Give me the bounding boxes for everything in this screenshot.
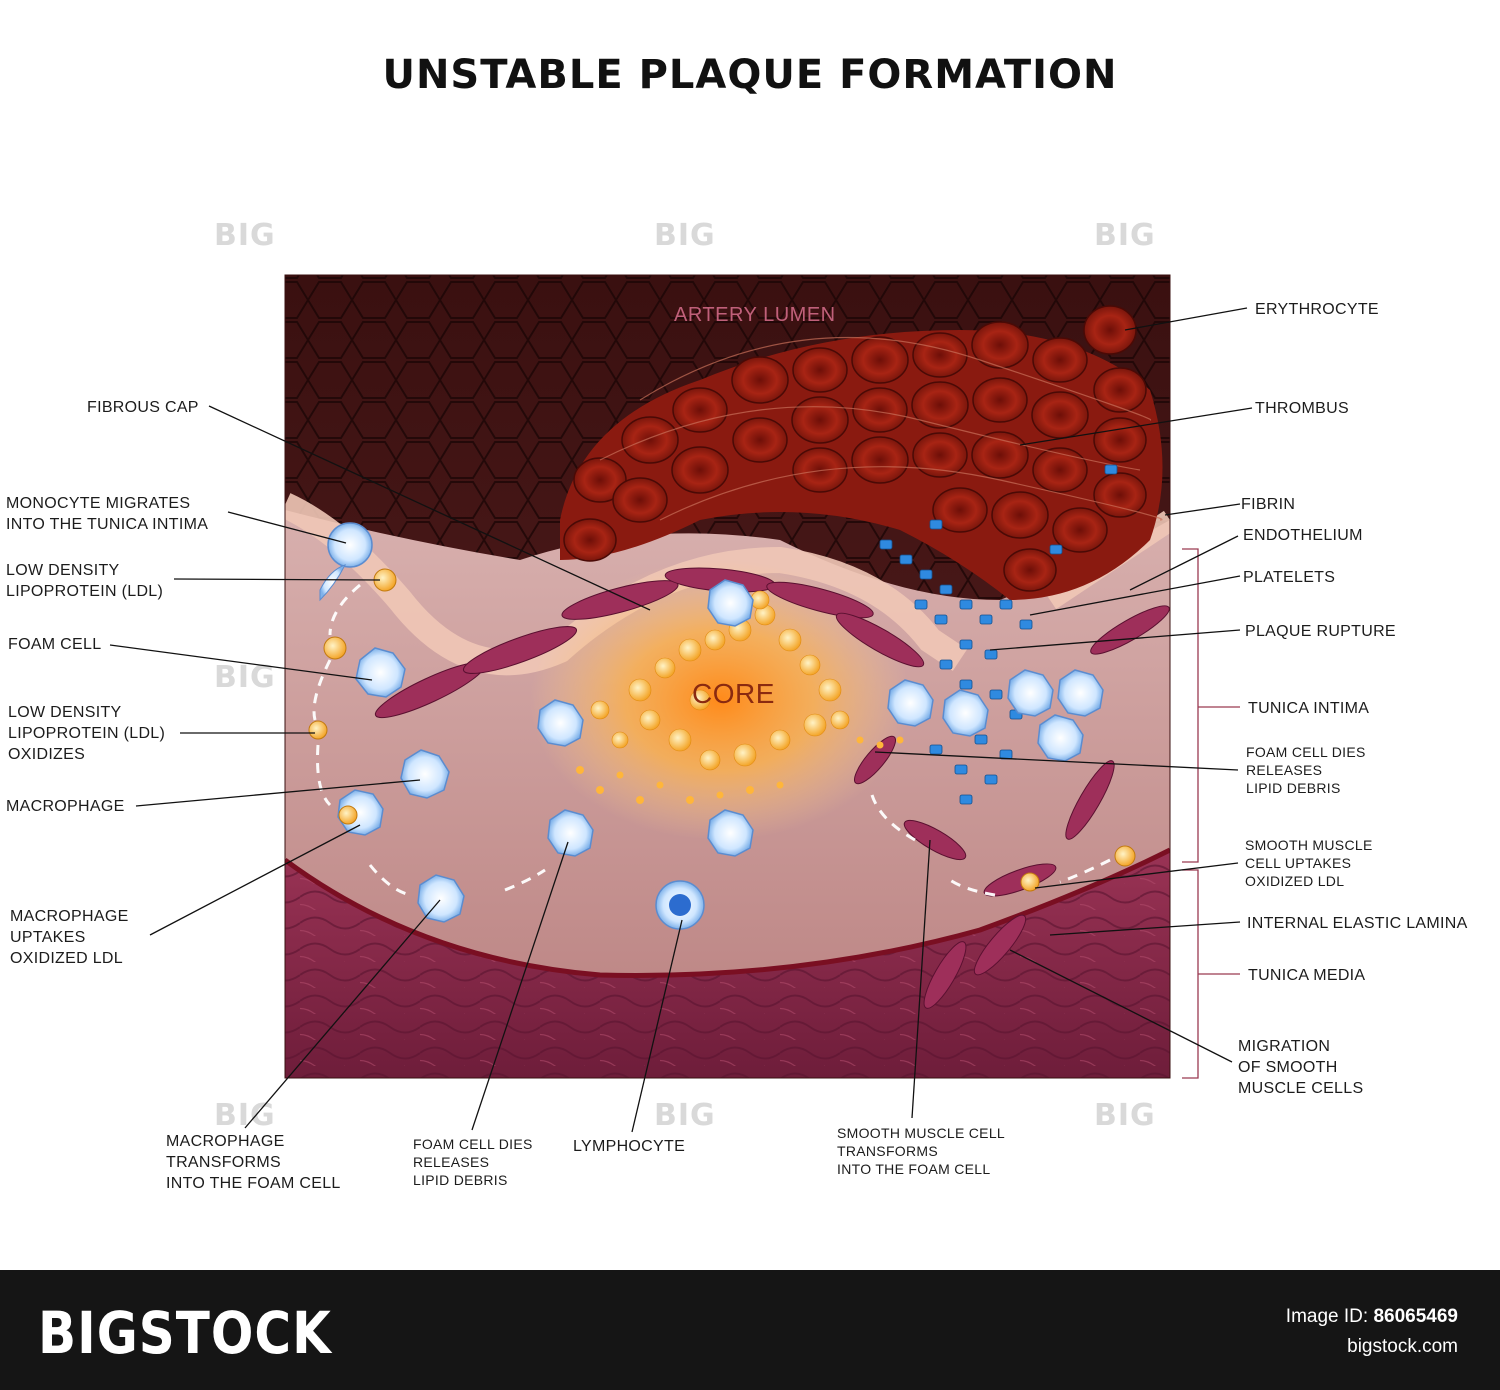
label-plaque-rupture: PLAQUE RUPTURE bbox=[1245, 623, 1396, 640]
artery-lumen-label: ARTERY LUMEN bbox=[674, 304, 836, 326]
label-line: INTO THE TUNICA INTIMA bbox=[6, 516, 209, 533]
label-line: FOAM CELL DIES bbox=[413, 1136, 533, 1152]
label-ldl-oxidizes: LOW DENSITY LIPOPROTEIN (LDL) OXIDIZES bbox=[8, 702, 165, 765]
label-migration: MIGRATION OF SMOOTH MUSCLE CELLS bbox=[1238, 1036, 1363, 1099]
label-ldl: LOW DENSITY LIPOPROTEIN (LDL) bbox=[6, 560, 163, 602]
label-monocyte: MONOCYTE MIGRATES INTO THE TUNICA INTIMA bbox=[6, 493, 208, 535]
page-title: UNSTABLE PLAQUE FORMATION bbox=[382, 52, 1118, 98]
label-line: UPTAKES bbox=[10, 929, 86, 946]
label-line: LOW DENSITY bbox=[6, 562, 120, 579]
core-label: CORE bbox=[692, 678, 775, 709]
image-id-block: Image ID: 86065469 bigstock.com bbox=[1286, 1302, 1458, 1362]
plaque-illustration bbox=[109, 274, 1253, 1133]
label-line: SMOOTH MUSCLE CELL bbox=[837, 1125, 1005, 1141]
label-line: LIPID DEBRIS bbox=[413, 1172, 508, 1188]
label-line: INTO THE FOAM CELL bbox=[166, 1175, 341, 1192]
footer-bar: BIGSTOCK Image ID: 86065469 bigstock.com bbox=[0, 1270, 1500, 1390]
watermark-big: BIG bbox=[654, 1098, 716, 1133]
label-foam-cell: FOAM CELL bbox=[8, 636, 102, 653]
label-tunica-media: TUNICA MEDIA bbox=[1248, 967, 1366, 984]
label-macrophage-transforms: MACROPHAGE TRANSFORMS INTO THE FOAM CELL bbox=[166, 1131, 341, 1194]
label-thrombus: THROMBUS bbox=[1255, 400, 1349, 417]
label-line: CELL UPTAKES bbox=[1245, 855, 1352, 871]
label-line: MUSCLE CELLS bbox=[1238, 1080, 1364, 1097]
label-tunica-intima: TUNICA INTIMA bbox=[1248, 700, 1370, 717]
label-smc-uptakes: SMOOTH MUSCLE CELL UPTAKES OXIDIZED LDL bbox=[1245, 836, 1373, 890]
label-internal-elastic-lamina: INTERNAL ELASTIC LAMINA bbox=[1247, 915, 1468, 932]
label-line: FOAM CELL DIES bbox=[1246, 744, 1366, 760]
image-id-label: Image ID: bbox=[1285, 1306, 1369, 1327]
label-line: OXIDIZES bbox=[8, 746, 86, 763]
label-line: MACROPHAGE bbox=[10, 908, 129, 925]
label-platelets: PLATELETS bbox=[1243, 569, 1336, 586]
label-smc-transforms: SMOOTH MUSCLE CELL TRANSFORMS INTO THE F… bbox=[837, 1124, 1005, 1178]
watermark-big: BIG bbox=[1094, 1098, 1156, 1133]
label-line: LIPID DEBRIS bbox=[1246, 780, 1341, 796]
label-line: INTO THE FOAM CELL bbox=[837, 1161, 991, 1177]
label-line: OXIDIZED LDL bbox=[1245, 873, 1345, 889]
image-id-value: 86065469 bbox=[1373, 1306, 1458, 1327]
label-line: LOW DENSITY bbox=[8, 704, 122, 721]
label-foam-cell-dies-bottom: FOAM CELL DIES RELEASES LIPID DEBRIS bbox=[413, 1135, 533, 1189]
label-macrophage: MACROPHAGE bbox=[6, 798, 125, 815]
label-line: MONOCYTE MIGRATES bbox=[6, 495, 191, 512]
label-erythrocyte: ERYTHROCYTE bbox=[1255, 301, 1379, 318]
watermark-big: BIG bbox=[214, 1098, 276, 1133]
watermark-big: BIG bbox=[214, 218, 276, 253]
label-fibrous-cap: FIBROUS CAP bbox=[87, 399, 199, 416]
label-macrophage-uptakes: MACROPHAGE UPTAKES OXIDIZED LDL bbox=[10, 906, 129, 969]
label-fibrin: FIBRIN bbox=[1241, 496, 1296, 513]
label-line: TRANSFORMS bbox=[837, 1143, 938, 1159]
label-line: RELEASES bbox=[413, 1154, 490, 1170]
label-line: LIPOPROTEIN (LDL) bbox=[6, 583, 164, 600]
label-foam-cell-dies-right: FOAM CELL DIES RELEASES LIPID DEBRIS bbox=[1246, 743, 1366, 797]
label-line: RELEASES bbox=[1246, 762, 1323, 778]
site-link[interactable]: bigstock.com bbox=[1347, 1336, 1458, 1357]
watermark-big: BIG bbox=[1094, 218, 1156, 253]
label-line: TRANSFORMS bbox=[166, 1154, 281, 1171]
image-id-line: Image ID: 86065469 bbox=[1286, 1302, 1458, 1332]
brand-logo: BIGSTOCK bbox=[38, 1300, 332, 1367]
label-lymphocyte: LYMPHOCYTE bbox=[573, 1138, 686, 1155]
label-line: OF SMOOTH bbox=[1238, 1059, 1338, 1076]
label-line: SMOOTH MUSCLE bbox=[1245, 837, 1373, 853]
watermark-big: BIG bbox=[654, 218, 716, 253]
label-line: LIPOPROTEIN (LDL) bbox=[8, 725, 166, 742]
label-line: MIGRATION bbox=[1238, 1038, 1331, 1055]
label-line: OXIDIZED LDL bbox=[10, 950, 123, 967]
label-line: MACROPHAGE bbox=[166, 1133, 285, 1150]
label-endothelium: ENDOTHELIUM bbox=[1243, 527, 1363, 544]
